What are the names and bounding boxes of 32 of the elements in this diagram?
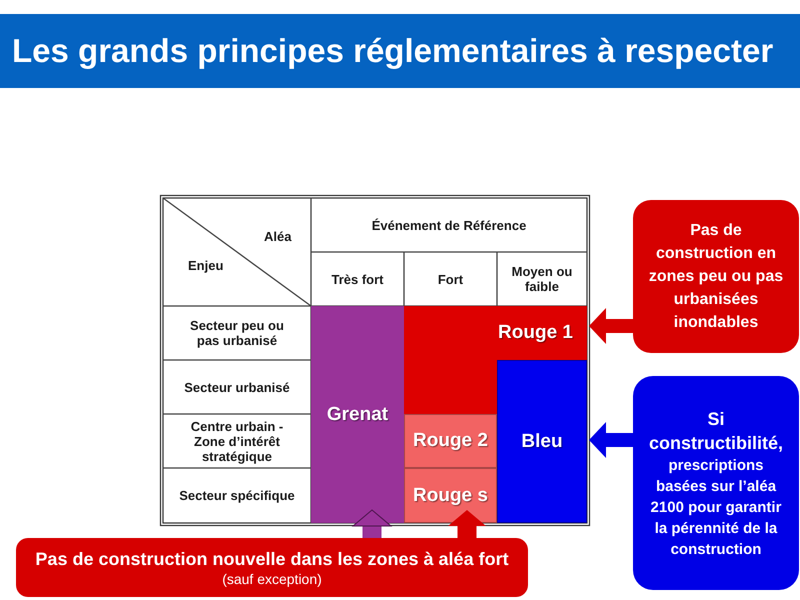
callout-text: Pas de construction nouvelle dans les zones à aléa fort	[35, 548, 509, 570]
callout-text: (sauf exception)	[222, 570, 322, 588]
axis-label: Enjeu	[188, 258, 224, 273]
zone-block	[404, 414, 497, 468]
zone-block	[404, 468, 497, 523]
zone-label: Bleu	[521, 430, 563, 452]
callout	[633, 376, 799, 590]
row-heading: Secteur spécifique	[179, 488, 295, 503]
callout-text: Pas de construction en zones peu ou pas urbanisées inondables	[648, 221, 784, 333]
axis-label: Aléa	[264, 229, 292, 244]
zone-label: Grenat	[326, 404, 388, 426]
zone-label: Rouge 2	[413, 430, 488, 452]
column-heading: Événement de Référence	[372, 218, 526, 232]
block-arrow	[589, 308, 633, 344]
block-arrow	[589, 422, 633, 458]
block-arrow	[352, 510, 392, 538]
title-banner: Les grands principes réglementaires à respecter	[0, 14, 800, 88]
zone-label: Rouge 1	[498, 322, 573, 344]
zone-label: Rouge s	[413, 484, 488, 506]
row-heading: Secteur peu ou pas urbanisé	[189, 318, 285, 348]
callout	[16, 538, 528, 597]
zone-block	[497, 360, 587, 523]
block-arrow	[448, 510, 486, 538]
row-heading: Centre urbain - Zone d’intérêt stratégique	[190, 418, 284, 464]
column-heading: Fort	[438, 272, 464, 286]
row-heading: Secteur urbanisé	[184, 380, 290, 394]
callout	[633, 200, 799, 353]
column-heading: Très fort	[331, 272, 384, 286]
column-heading: Moyen ou faible	[510, 264, 574, 294]
callout-text: Si constructibilité,	[648, 408, 784, 454]
callout-text: prescriptions basées sur l’aléa 2100 pour garantir la pérennité de la construction	[650, 456, 782, 560]
zone-block	[311, 306, 404, 523]
